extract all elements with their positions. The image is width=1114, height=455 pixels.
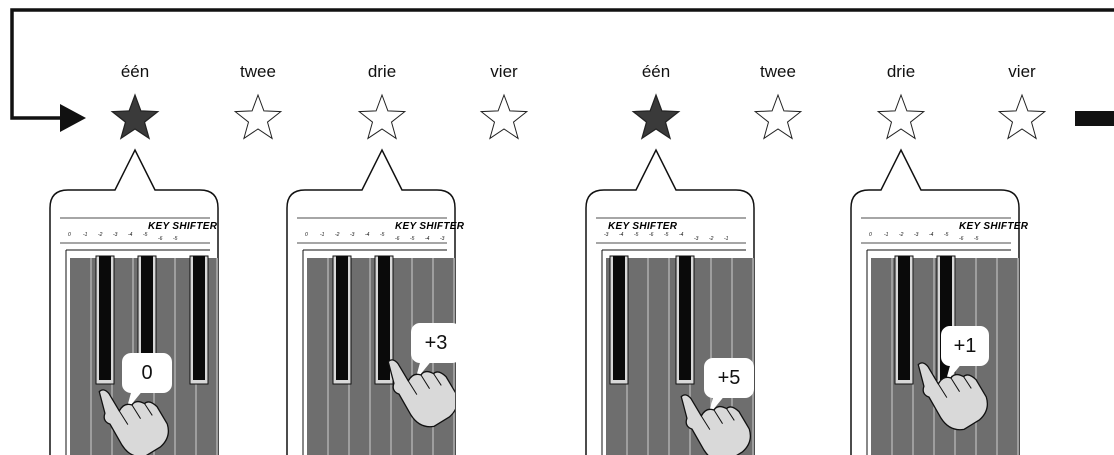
star-filled-icon: [110, 93, 160, 140]
beat-label-3: drie: [367, 62, 397, 81]
star-filled-icon: [631, 93, 681, 140]
scale-tick-label: -2: [709, 236, 714, 242]
keyboard-panel-1: 0 -1 -2 -3 -4 -5 -6 -5 KEY SHIFTER 0: [50, 190, 218, 455]
scale-tick-label: -3: [350, 232, 355, 238]
black-key: [898, 256, 910, 380]
scale-tick-label: -4: [679, 232, 684, 238]
scale-tick-label: -4: [929, 232, 934, 238]
scale-tick-label: -1: [724, 236, 729, 242]
scale-tick-label: -4: [619, 232, 624, 238]
star-outline-icon: [876, 93, 926, 140]
beat-label-6: twee: [760, 62, 796, 81]
scale-tick-label: -5: [944, 232, 949, 238]
scale-tick-label: -2: [899, 232, 904, 238]
scale-tick-label: -3: [604, 232, 609, 238]
scale-tick-label: -5: [634, 232, 639, 238]
key-shifter-title: KEY SHIFTER: [148, 221, 218, 232]
beat-label-5: één: [641, 62, 671, 81]
beat-label-4: vier: [490, 62, 518, 81]
star-outline-icon: [753, 93, 803, 140]
scale-tick-label: -4: [425, 236, 430, 242]
scale-tick-label: -2: [98, 232, 103, 238]
keyboard-panel-3: -3 -4 -5 -6 -5 -4 -3 -2 -1 KEY SHIFTER +5: [586, 190, 754, 455]
beat-label-8: vier: [1008, 62, 1036, 81]
scale-tick-label: 0: [68, 232, 71, 238]
keyboard-panel-2: 0 -1 -2 -3 -4 -5 -6 -5 -4 -3 KEY SHIFTER +3: [287, 190, 464, 455]
keyboard-panel-4: 0 -1 -2 -3 -4 -5 -6 -5 KEY SHIFTER +1: [851, 190, 1028, 455]
scale-tick-label: -4: [365, 232, 370, 238]
scale-tick-label: -6: [649, 232, 654, 238]
scale-tick-label: -3: [914, 232, 919, 238]
scale-tick-label: -6: [395, 236, 400, 242]
value-bubble: +3: [411, 323, 461, 363]
black-key: [336, 256, 348, 380]
scale-tick-label: -4: [128, 232, 133, 238]
value-bubble: +5: [704, 358, 754, 398]
scale-tick-label: -3: [440, 236, 445, 242]
value-bubble: 0: [122, 353, 172, 393]
scale-tick-label: -6: [959, 236, 964, 242]
scale-tick-label: 0: [869, 232, 872, 238]
scale-tick-label: 0: [305, 232, 308, 238]
pointing-hand-icon: [98, 389, 170, 455]
scale-tick-label: -5: [410, 236, 415, 242]
star-outline-icon: [357, 93, 407, 140]
black-key: [193, 256, 205, 380]
scale-tick-label: -1: [320, 232, 325, 238]
pointing-hand-icon: [680, 394, 752, 455]
beat-label-2: twee: [240, 62, 276, 81]
scale-tick-label: -3: [113, 232, 118, 238]
black-key: [679, 256, 691, 380]
scale-tick-label: -5: [664, 232, 669, 238]
key-shifter-title: KEY SHIFTER: [959, 221, 1029, 232]
scale-tick-label: -6: [158, 236, 163, 242]
scale-tick-label: -5: [380, 232, 385, 238]
black-key: [99, 256, 111, 380]
scale-tick-label: -1: [884, 232, 889, 238]
scale-tick-label: -1: [83, 232, 88, 238]
beat-label-1: één: [120, 62, 150, 81]
keyboard-illustration: -3 -4 -5 -6 -5 -4 -3 -2 -1: [596, 217, 754, 455]
value-bubble: +1: [941, 326, 989, 366]
pointing-hand-icon: [917, 362, 989, 431]
key-shifter-title: KEY SHIFTER: [395, 221, 465, 232]
black-key: [613, 256, 625, 380]
scale-tick-label: -5: [173, 236, 178, 242]
beat-label-7: drie: [886, 62, 916, 81]
scale-tick-label: -5: [143, 232, 148, 238]
black-key: [378, 256, 390, 380]
scale-tick-label: -5: [974, 236, 979, 242]
scale-tick-label: -3: [694, 236, 699, 242]
pointing-hand-icon: [387, 359, 455, 428]
star-outline-icon: [997, 93, 1047, 140]
black-key: [141, 256, 153, 380]
scale-tick-label: -2: [335, 232, 340, 238]
star-outline-icon: [233, 93, 283, 140]
key-shifter-title: KEY SHIFTER: [608, 221, 678, 232]
star-outline-icon: [479, 93, 529, 140]
